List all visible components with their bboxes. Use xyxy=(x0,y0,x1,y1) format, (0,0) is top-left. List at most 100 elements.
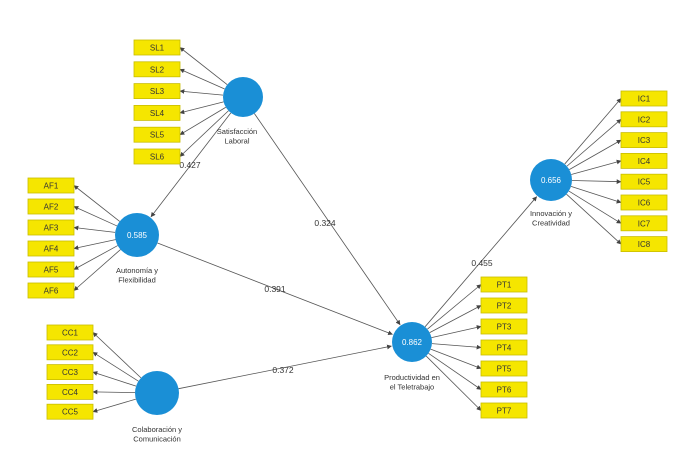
indicator-label: PT6 xyxy=(497,386,512,395)
indicator-cc2[interactable]: CC2 xyxy=(46,344,94,361)
indicator-box xyxy=(620,152,668,169)
indicator-box xyxy=(620,132,668,149)
loading-arrow-cc4 xyxy=(92,389,136,395)
loading-arrow-cc3 xyxy=(92,371,137,387)
indicator-pt1[interactable]: PT1 xyxy=(480,276,528,293)
loading-arrow-af4 xyxy=(73,239,116,250)
indicator-box xyxy=(620,173,668,190)
loading-arrow-pt6 xyxy=(428,353,482,390)
indicator-sl6[interactable]: SL6 xyxy=(133,148,181,165)
indicator-box xyxy=(620,194,668,211)
indicator-af2[interactable]: AF2 xyxy=(27,198,75,215)
indicator-pt5[interactable]: PT5 xyxy=(480,360,528,377)
indicator-ic7[interactable]: IC7 xyxy=(620,215,668,232)
path-sl-pt xyxy=(254,113,401,326)
indicator-label: PT1 xyxy=(497,281,512,290)
indicator-label: SL5 xyxy=(150,131,165,140)
indicator-label: PT4 xyxy=(497,344,512,353)
loading-arrow-ic7 xyxy=(568,190,622,224)
indicator-box xyxy=(46,344,94,361)
indicator-box xyxy=(133,61,181,78)
indicator-ic4[interactable]: IC4 xyxy=(620,152,668,169)
indicator-box xyxy=(480,297,528,314)
indicator-ic8[interactable]: IC8 xyxy=(620,236,668,253)
indicator-label: AF6 xyxy=(44,287,59,296)
construct-label: Innovación y xyxy=(530,209,572,218)
indicator-sl2[interactable]: SL2 xyxy=(133,61,181,78)
loading-arrow-pt5 xyxy=(430,348,482,370)
path-coefficient: 0.391 xyxy=(264,284,286,294)
indicator-pt2[interactable]: PT2 xyxy=(480,297,528,314)
indicator-sl3[interactable]: SL3 xyxy=(133,83,181,99)
indicator-ic1[interactable]: IC1 xyxy=(620,90,668,107)
indicator-cc1[interactable]: CC1 xyxy=(46,324,94,341)
indicator-label: AF4 xyxy=(44,245,59,254)
indicator-af1[interactable]: AF1 xyxy=(27,177,75,194)
indicator-sl5[interactable]: SL5 xyxy=(133,126,181,143)
indicator-af3[interactable]: AF3 xyxy=(27,219,75,236)
path-coefficient: 0.324 xyxy=(314,218,336,228)
indicator-label: CC2 xyxy=(62,348,79,357)
indicator-label: IC6 xyxy=(638,199,651,208)
indicator-ic3[interactable]: IC3 xyxy=(620,132,668,149)
indicator-label: IC4 xyxy=(638,157,651,166)
indicator-box xyxy=(620,90,668,107)
indicator-label: SL4 xyxy=(150,109,165,118)
indicator-af5[interactable]: AF5 xyxy=(27,261,75,278)
indicator-ic2[interactable]: IC2 xyxy=(620,111,668,128)
indicator-ic5[interactable]: IC5 xyxy=(620,173,668,190)
indicator-pt7[interactable]: PT7 xyxy=(480,402,528,419)
loading-arrow-pt2 xyxy=(429,305,482,334)
indicator-label: IC3 xyxy=(638,136,651,145)
construct-label: Colaboración y xyxy=(132,425,182,434)
indicator-box xyxy=(620,111,668,128)
construct-label: Productividad en xyxy=(384,373,440,382)
indicator-sl1[interactable]: SL1 xyxy=(133,39,181,56)
indicator-box xyxy=(46,383,94,400)
construct-label: el Teletrabajo xyxy=(390,383,434,392)
indicator-label: AF5 xyxy=(44,266,59,275)
loading-arrow-ic4 xyxy=(571,159,622,175)
indicator-af6[interactable]: AF6 xyxy=(27,282,75,299)
indicator-label: AF1 xyxy=(44,182,59,191)
indicator-label: CC5 xyxy=(62,408,79,417)
loading-arrow-cc2 xyxy=(92,351,139,382)
indicator-box xyxy=(133,105,181,121)
indicator-box xyxy=(480,402,528,419)
loading-arrow-af2 xyxy=(73,206,118,227)
indicator-af4[interactable]: AF4 xyxy=(27,240,75,257)
construct-circle xyxy=(223,77,263,117)
indicator-label: IC8 xyxy=(638,240,651,249)
indicator-label: IC7 xyxy=(638,219,651,228)
loading-arrow-cc5 xyxy=(92,398,136,413)
loading-arrow-sl2 xyxy=(179,68,225,90)
indicator-pt4[interactable]: PT4 xyxy=(480,339,528,356)
indicator-pt6[interactable]: PT6 xyxy=(480,381,528,398)
indicator-box xyxy=(480,276,528,293)
indicator-box xyxy=(46,403,94,420)
indicator-box xyxy=(133,39,181,56)
indicator-label: PT7 xyxy=(497,407,512,416)
indicator-box xyxy=(27,261,75,278)
loading-arrow-cc1 xyxy=(92,332,142,379)
path-sl-af xyxy=(150,112,232,218)
loading-arrow-ic8 xyxy=(566,193,622,245)
path-coefficient: 0.427 xyxy=(179,160,201,170)
indicator-cc5[interactable]: CC5 xyxy=(46,403,94,420)
indicator-ic6[interactable]: IC6 xyxy=(620,194,668,211)
loading-arrow-af6 xyxy=(73,249,121,291)
loading-arrow-sl4 xyxy=(179,101,224,115)
indicator-pt3[interactable]: PT3 xyxy=(480,318,528,335)
indicator-sl4[interactable]: SL4 xyxy=(133,105,181,121)
indicator-cc4[interactable]: CC4 xyxy=(46,383,94,400)
construct-label: Comunicación xyxy=(133,435,181,444)
construct-label: Satisfacción xyxy=(217,127,257,136)
indicator-cc3[interactable]: CC3 xyxy=(46,364,94,381)
indicator-box xyxy=(133,126,181,143)
construct-circle xyxy=(135,371,179,415)
